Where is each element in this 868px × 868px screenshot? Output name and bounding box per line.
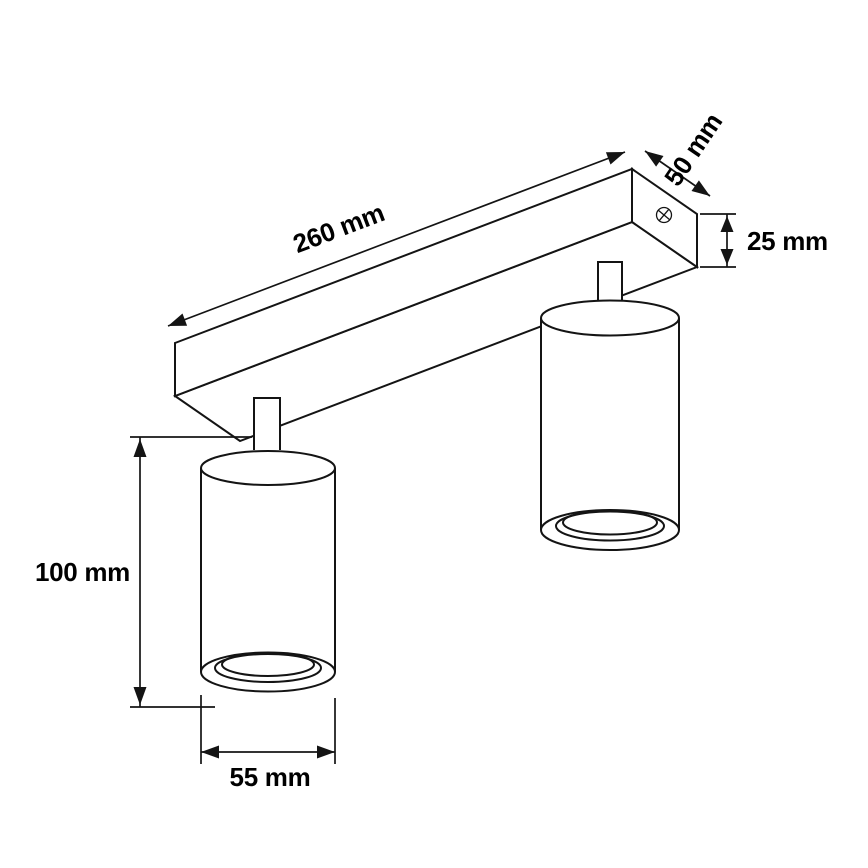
left-spot-body-fill	[201, 468, 335, 672]
mounting-bar	[172, 167, 700, 443]
left-spotlight	[200, 397, 336, 693]
dim-spot-diameter: 55 mm	[200, 695, 336, 792]
right-spot-bottom-rim	[540, 509, 680, 551]
right-spot-stem	[597, 261, 623, 312]
dim-spot-diameter-label: 55 mm	[230, 762, 311, 792]
right-spot-lens-rim	[562, 509, 658, 536]
dim-bar-depth-arrow-bottom	[691, 180, 710, 196]
right-spot-top-rim	[540, 299, 680, 337]
dim-bar-height-arrow-bottom	[720, 249, 734, 265]
dim-bar-depth-label: 50 mm	[658, 108, 728, 192]
left-spot-stem	[253, 397, 281, 450]
bar-end-face	[631, 167, 698, 269]
dim-bar-depth: 50 mm	[644, 108, 728, 197]
screw-icon	[655, 206, 673, 224]
dim-bar-depth-arrow-top	[645, 151, 664, 167]
dim-bar-height-label: 25 mm	[747, 226, 828, 256]
left-spot-top-rim	[200, 450, 336, 486]
dim-spot-height-arrow-top	[133, 439, 147, 457]
dim-spot-diameter-arrow-left	[201, 745, 219, 759]
left-spot-bottom-rim	[200, 651, 336, 693]
left-spot-lens-rim	[221, 652, 315, 677]
dim-spot-diameter-arrow-right	[317, 745, 335, 759]
dim-spot-height-label: 100 mm	[35, 557, 130, 587]
dim-bar-length-line	[167, 151, 626, 327]
dim-bar-length-label: 260 mm	[289, 197, 389, 259]
dim-bar-height: 25 mm	[700, 213, 828, 268]
dim-spot-height-arrow-bottom	[133, 687, 147, 705]
dim-bar-length-arrow-right	[605, 152, 625, 165]
dim-bar-height-arrow-top	[720, 216, 734, 232]
right-spot-body-fill	[541, 318, 679, 530]
right-spotlight	[540, 261, 680, 551]
dim-bar-length-arrow-left	[168, 313, 188, 326]
dim-spot-height: 100 mm	[35, 436, 252, 708]
